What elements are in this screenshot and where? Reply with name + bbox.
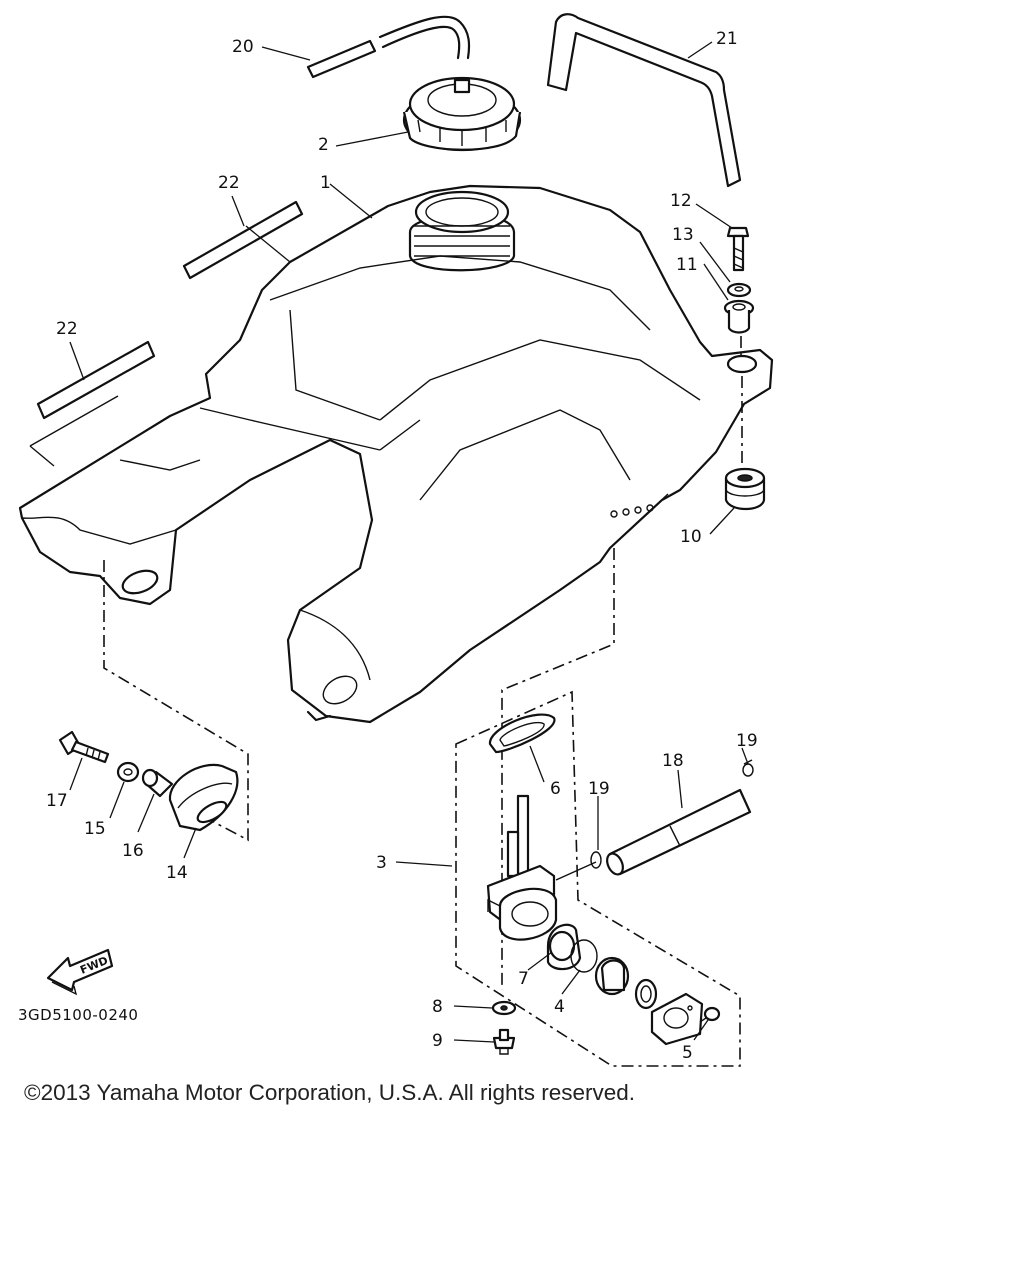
part-18-fuel-hose: [606, 788, 752, 876]
callout-22-lower: 22: [56, 319, 78, 339]
fwd-direction-arrow: FWD: [46, 948, 114, 996]
part-5-screw: [699, 1006, 721, 1023]
part-17-bolt: [58, 730, 110, 764]
callout-21: 21: [716, 29, 738, 49]
bolt-assembly-line: [740, 336, 743, 470]
callout-8: 8: [432, 997, 443, 1017]
callout-14: 14: [166, 863, 188, 883]
callout-1: 1: [320, 173, 331, 193]
part-22-pad-lower: [36, 340, 156, 420]
part-19-clip-left: [590, 851, 602, 869]
callout-18: 18: [662, 751, 684, 771]
part-3-fuel-cock-boundary: [455, 690, 741, 1067]
part-6-gasket: [488, 713, 556, 754]
part-13-washer: [726, 282, 752, 298]
part-7-lever: [546, 923, 582, 971]
callout-16: 16: [122, 841, 144, 861]
part-10-grommet: [724, 467, 766, 511]
callout-13: 13: [672, 225, 694, 245]
callout-2: 2: [318, 135, 329, 155]
callout-11: 11: [676, 255, 698, 275]
pad-position-guide: [29, 395, 119, 467]
callout-numbers: 20 21 2 1 22 22 12 13 11 10 17 15 16 14 …: [46, 29, 758, 1063]
diagram-code: 3GD5100-0240: [18, 1006, 139, 1024]
fuel-cock-assembly-line: [501, 548, 615, 990]
callout-15: 15: [84, 819, 106, 839]
callout-20: 20: [232, 37, 254, 57]
part-14-damper: [168, 763, 239, 832]
part-16-collar: [141, 768, 174, 798]
callout-19-right: 19: [736, 731, 758, 751]
diagram-drawing: FWD 20 21 2 1 22 22 12: [18, 13, 774, 1067]
callout-9: 9: [432, 1031, 443, 1051]
fuel-tank-exploded-diagram: FWD 20 21 2 1 22 22 12: [18, 13, 774, 1067]
callout-10: 10: [680, 527, 702, 547]
part-21-tank-band: [546, 13, 742, 188]
cover-plate: [650, 992, 704, 1046]
callout-3: 3: [376, 853, 387, 873]
callout-6: 6: [550, 779, 561, 799]
part-8-washer: [491, 1000, 517, 1016]
callout-5: 5: [682, 1043, 693, 1063]
part-4-o-ring: [570, 939, 598, 973]
part-15-washer: [116, 761, 140, 783]
leader-lines: [69, 41, 749, 1043]
valve-washer: [634, 978, 658, 1010]
copyright-notice: ©2013 Yamaha Motor Corporation, U.S.A. A…: [24, 1080, 636, 1105]
callout-4: 4: [554, 997, 565, 1017]
callout-19-left: 19: [588, 779, 610, 799]
callout-17: 17: [46, 791, 68, 811]
damper-assembly-line: [103, 560, 249, 842]
callout-12: 12: [670, 191, 692, 211]
callout-7: 7: [518, 969, 529, 989]
hose-connection-line: [555, 861, 597, 881]
callout-22-upper: 22: [218, 173, 240, 193]
part-11-collar: [723, 299, 755, 334]
part-3-fuel-cock: [486, 794, 558, 941]
part-12-bolt: [726, 226, 750, 272]
part-20-vent-hose: [306, 15, 471, 79]
valve-seal: [594, 956, 630, 996]
part-9-drain-screw: [492, 1028, 516, 1055]
part-1-fuel-tank: [18, 184, 774, 724]
part-2-fuel-cap: [402, 76, 522, 152]
part-22-pad-upper: [182, 200, 304, 280]
